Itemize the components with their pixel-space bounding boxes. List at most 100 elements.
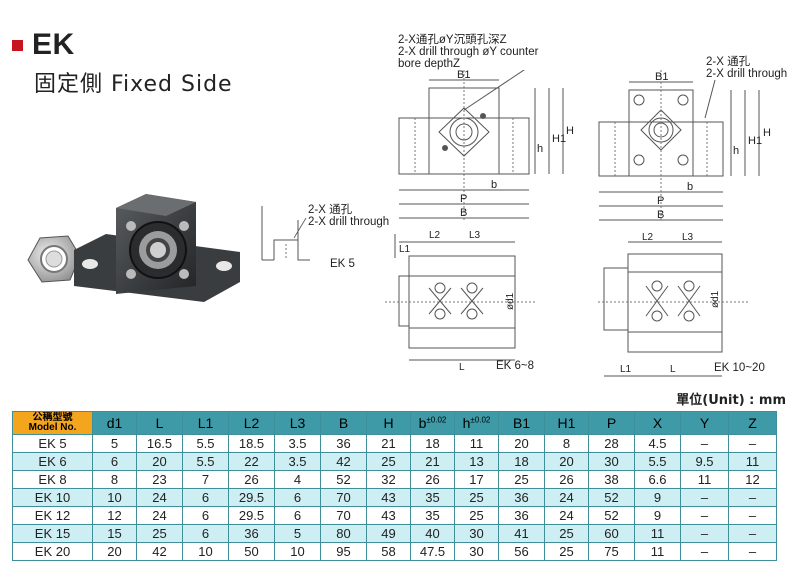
table-cell: 70 [320, 506, 367, 525]
table-cell: 6 [274, 488, 321, 507]
col-header-h-small: h±0.02 [454, 411, 499, 435]
model-header: 公稱型號 Model No. [12, 411, 93, 435]
table-cell: 29.5 [228, 488, 275, 507]
ek6-8-label: EK 6~8 [496, 360, 535, 372]
table-cell: 52 [588, 488, 635, 507]
table-cell: 95 [320, 542, 367, 561]
b-small-tolerance: ±0.02 [426, 415, 447, 425]
table-cell: 25 [366, 452, 411, 471]
model-cell: EK 10 [12, 488, 93, 507]
h-small-label: h [462, 415, 471, 431]
table-cell: 9 [634, 488, 681, 507]
table-cell: 43 [366, 506, 411, 525]
table-cell: 4 [274, 470, 321, 489]
dim-h1-label-2: H1 [748, 135, 762, 147]
table-cell: 42 [320, 452, 367, 471]
support-block-image [74, 194, 240, 302]
ek5-label: EK 5 [330, 258, 355, 270]
model-header-cn: 公稱型號 [32, 412, 73, 423]
table-cell: 20 [136, 452, 183, 471]
table-cell: 21 [410, 452, 455, 471]
table-cell: 49 [366, 524, 411, 543]
table-cell: 24 [136, 488, 183, 507]
table-cell: 24 [544, 506, 589, 525]
table-cell: 6 [182, 506, 229, 525]
model-cell: EK 12 [12, 506, 93, 525]
lock-nut-image [27, 235, 81, 283]
table-cell: – [728, 434, 777, 453]
dim-l-label: L [459, 362, 465, 373]
dim-d1-label-2: ød1 [710, 290, 721, 308]
side-view-ek6-8: L1 L2 L3 ød1 L [385, 230, 535, 373]
table-cell: 47.5 [410, 542, 455, 561]
col-header-h: H [366, 411, 411, 435]
dim-l1-label-2: L1 [620, 364, 632, 375]
table-cell: 17 [454, 470, 499, 489]
dim-l-label-2: L [670, 364, 676, 375]
table-cell: 15 [92, 524, 137, 543]
col-header-h1: H1 [544, 411, 589, 435]
table-cell: 30 [454, 542, 499, 561]
table-cell: 5.5 [634, 452, 681, 471]
table-cell: 6 [182, 524, 229, 543]
table-cell: 18 [410, 434, 455, 453]
table-cell: 7 [182, 470, 229, 489]
page-title: EK [32, 28, 75, 61]
table-cell: 35 [410, 488, 455, 507]
dim-h1-label: H1 [552, 133, 566, 145]
table-cell: 4.5 [634, 434, 681, 453]
table-cell: 5 [274, 524, 321, 543]
table-cell: 20 [544, 452, 589, 471]
table-cell: 11 [634, 524, 681, 543]
table-cell: 20 [498, 434, 545, 453]
table-cell: – [728, 488, 777, 507]
table-cell: 58 [366, 542, 411, 561]
table-cell: 29.5 [228, 506, 275, 525]
table-cell: – [680, 488, 729, 507]
col-header-x: X [634, 411, 681, 435]
side-view-ek10-20: L2 L3 ød1 L1 L [598, 232, 748, 377]
col-header-l2: L2 [228, 411, 275, 435]
drill-note-cn: 2-X 通孔 [706, 56, 751, 68]
table-cell: – [680, 542, 729, 561]
front-view-ek6-8: B1 H H1 h b P B [398, 70, 574, 220]
table-cell: 75 [588, 542, 635, 561]
table-cell: 28 [588, 434, 635, 453]
table-cell: 43 [366, 488, 411, 507]
dim-b1-label-2: B1 [655, 71, 668, 83]
table-cell: 26 [228, 470, 275, 489]
ek10-20-label: EK 10~20 [714, 362, 765, 374]
drill-note-en: 2-X drill through [706, 68, 788, 80]
table-cell: 8 [544, 434, 589, 453]
table-cell: 30 [588, 452, 635, 471]
counterbore-note-en: 2-X drill through øY counter [398, 46, 539, 58]
table-cell: 25 [136, 524, 183, 543]
front-view-ek10-20: B1 H H1 h b P B [598, 70, 771, 222]
table-cell: 13 [454, 452, 499, 471]
table-cell: – [728, 524, 777, 543]
table-cell: 9 [634, 506, 681, 525]
table-cell: – [728, 506, 777, 525]
col-header-z: Z [728, 411, 777, 435]
dim-h-label-2: H [763, 127, 771, 139]
table-cell: 6 [92, 452, 137, 471]
table-cell: 18.5 [228, 434, 275, 453]
dim-bbig-label-2: B [657, 209, 664, 221]
ek5-drawing [261, 206, 310, 261]
table-cell: 18 [498, 452, 545, 471]
table-cell: 10 [274, 542, 321, 561]
table-cell: 6 [182, 488, 229, 507]
col-header-l: L [136, 411, 183, 435]
dim-l3-label: L3 [469, 230, 481, 241]
table-cell: 25 [544, 524, 589, 543]
table-cell: 26 [544, 470, 589, 489]
dim-d1-label: ød1 [505, 292, 516, 310]
table-cell: 42 [136, 542, 183, 561]
table-cell: 5.5 [182, 452, 229, 471]
title-bullet [12, 40, 23, 51]
dim-bsmall-label: b [491, 179, 497, 191]
table-cell: 52 [320, 470, 367, 489]
